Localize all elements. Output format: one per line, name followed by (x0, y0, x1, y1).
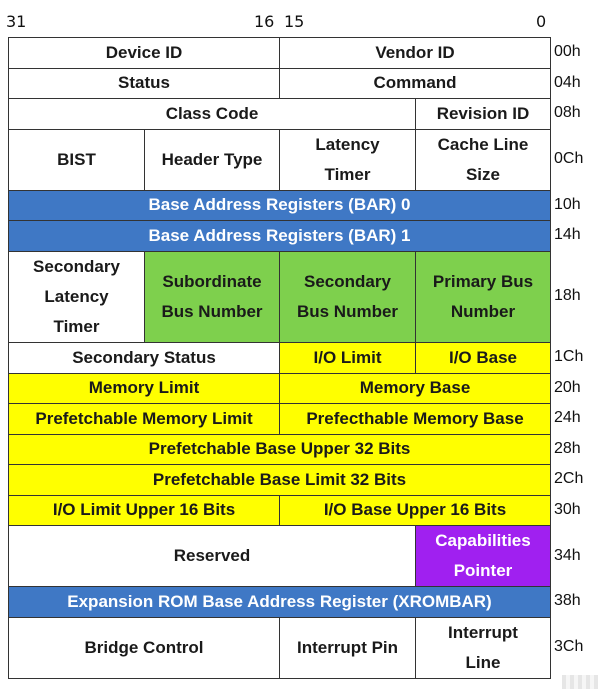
field-secondary-latency-timer-line: Timer (53, 316, 100, 336)
field-cache-line-size-line: Size (465, 164, 500, 184)
field-interrupt-pin-label: Interrupt Pin (296, 637, 399, 657)
field-subordinate-bus-number-line: Subordinate (162, 271, 262, 291)
field-latency-timer-line: Latency (315, 134, 380, 154)
field-header-type-label: Header Type (161, 149, 263, 169)
field-prefetchable-memory-limit-label: Prefetchable Memory Limit (35, 408, 253, 428)
field-bridge-control-label: Bridge Control (84, 637, 204, 657)
field-bar1-label: Base Address Registers (BAR) 1 (148, 225, 411, 245)
field-secondary-bus-number-line: Secondary (304, 271, 391, 291)
field-class-code: Class Code (8, 98, 416, 130)
field-memory-base-label: Memory Base (359, 378, 471, 398)
field-interrupt-line-line: Line (465, 652, 501, 672)
field-io-limit-upper-label: I/O Limit Upper 16 Bits (52, 500, 236, 520)
bit-position-header: 31 16 15 0 (0, 0, 606, 36)
field-subordinate-bus-number-line: Bus Number (161, 301, 263, 321)
field-device-id: Device ID (8, 37, 280, 69)
field-io-limit-label: I/O Limit (313, 347, 382, 367)
field-primary-bus-number-line: Primary Bus (432, 271, 534, 291)
offset-label: 3Ch (554, 638, 584, 655)
field-secondary-bus-number-line: Bus Number (296, 301, 399, 321)
field-xrombar: Expansion ROM Base Address Register (XRO… (8, 586, 551, 618)
offset-label: 00h (554, 43, 581, 61)
field-reserved-label: Reserved (173, 546, 251, 565)
field-vendor-id-label: Vendor ID (375, 42, 455, 62)
offset-label: 2Ch (554, 470, 584, 488)
offset-label: 10h (554, 195, 581, 213)
field-secondary-status: Secondary Status (8, 342, 280, 374)
field-io-base-label: I/O Base (448, 347, 518, 367)
offset-label: 34h (554, 546, 581, 564)
field-class-code-label: Class Code (165, 103, 259, 123)
field-prefetchable-base-limit-label: Prefetchable Base Limit 32 Bits (152, 469, 407, 489)
field-capabilities-pointer-line: Capabilities (435, 531, 531, 550)
offset-column: 00h 04h 08h 0Ch 10h 14h 18h 1Ch 20h 24h 28h 2Ch 30h 3… (554, 37, 606, 655)
field-cache-line-size-line: Cache Line (437, 134, 529, 154)
field-memory-base: Memory Base (279, 372, 551, 404)
bit-label-16: 16 (254, 12, 275, 31)
field-secondary-latency-timer-line: Latency (44, 286, 109, 306)
offset-label: 18h (554, 287, 581, 305)
field-latency-timer-line: Timer (324, 164, 371, 184)
field-xrombar-label: Expansion ROM Base Address Register (XRO… (67, 591, 492, 611)
field-bist: BIST (8, 128, 145, 191)
field-io-base-upper: I/O Base Upper 16 Bits (279, 494, 551, 526)
offset-label: 38h (554, 592, 581, 610)
field-header-type: Header Type (144, 128, 280, 191)
field-secondary-status-label: Secondary Status (72, 347, 216, 367)
field-io-base: I/O Base (415, 342, 551, 374)
field-io-limit: I/O Limit (279, 342, 416, 374)
field-command: Command (279, 67, 551, 99)
offset-label: 28h (554, 439, 581, 457)
field-bar0: Base Address Registers (BAR) 0 (8, 189, 551, 221)
field-status: Status (8, 67, 280, 99)
watermark-smudge (562, 675, 598, 689)
bit-label-15: 15 (284, 12, 305, 31)
field-memory-limit: Memory Limit (8, 372, 280, 404)
field-prefetchable-memory-limit: Prefetchable Memory Limit (8, 403, 280, 435)
field-status-label: Status (118, 73, 170, 93)
offset-label: 30h (554, 500, 581, 518)
bit-label-0: 0 (536, 12, 547, 31)
field-secondary-latency-timer-line: Secondary (33, 256, 120, 276)
field-revision-id-label: Revision ID (436, 103, 530, 123)
field-revision-id: Revision ID (415, 98, 551, 130)
offset-label: 0Ch (554, 150, 584, 167)
field-prefetchable-base-upper: Prefetchable Base Upper 32 Bits (8, 433, 551, 465)
field-io-limit-upper: I/O Limit Upper 16 Bits (8, 494, 280, 526)
field-prefetchable-base-upper-label: Prefetchable Base Upper 32 Bits (148, 439, 411, 459)
field-bist-label: BIST (57, 149, 96, 169)
offset-label: 08h (554, 104, 581, 122)
field-prefetchable-memory-base: Prefecthable Memory Base (279, 403, 551, 435)
field-vendor-id: Vendor ID (279, 37, 551, 69)
field-interrupt-pin: Interrupt Pin (279, 616, 416, 679)
field-command-label: Command (373, 73, 457, 93)
field-interrupt-line-line: Interrupt (448, 622, 518, 642)
bit-label-31: 31 (6, 12, 27, 31)
offset-label: 14h (554, 226, 581, 244)
field-bar1: Base Address Registers (BAR) 1 (8, 220, 551, 252)
field-device-id-label: Device ID (105, 42, 183, 62)
field-capabilities-pointer-line: Pointer (453, 561, 513, 580)
field-prefetchable-base-limit: Prefetchable Base Limit 32 Bits (8, 464, 551, 496)
offset-label: 24h (554, 409, 581, 427)
offset-label: 20h (554, 378, 581, 396)
field-prefetchable-memory-base-label: Prefecthable Memory Base (306, 408, 524, 428)
offset-label: 1Ch (554, 348, 584, 366)
field-memory-limit-label: Memory Limit (88, 378, 200, 398)
field-bar0-label: Base Address Registers (BAR) 0 (148, 195, 411, 215)
offset-label: 04h (554, 73, 581, 91)
field-reserved: Reserved (8, 525, 416, 587)
field-primary-bus-number-line: Number (450, 301, 516, 321)
field-io-base-upper-label: I/O Base Upper 16 Bits (323, 500, 507, 520)
field-bridge-control: Bridge Control (8, 616, 280, 679)
